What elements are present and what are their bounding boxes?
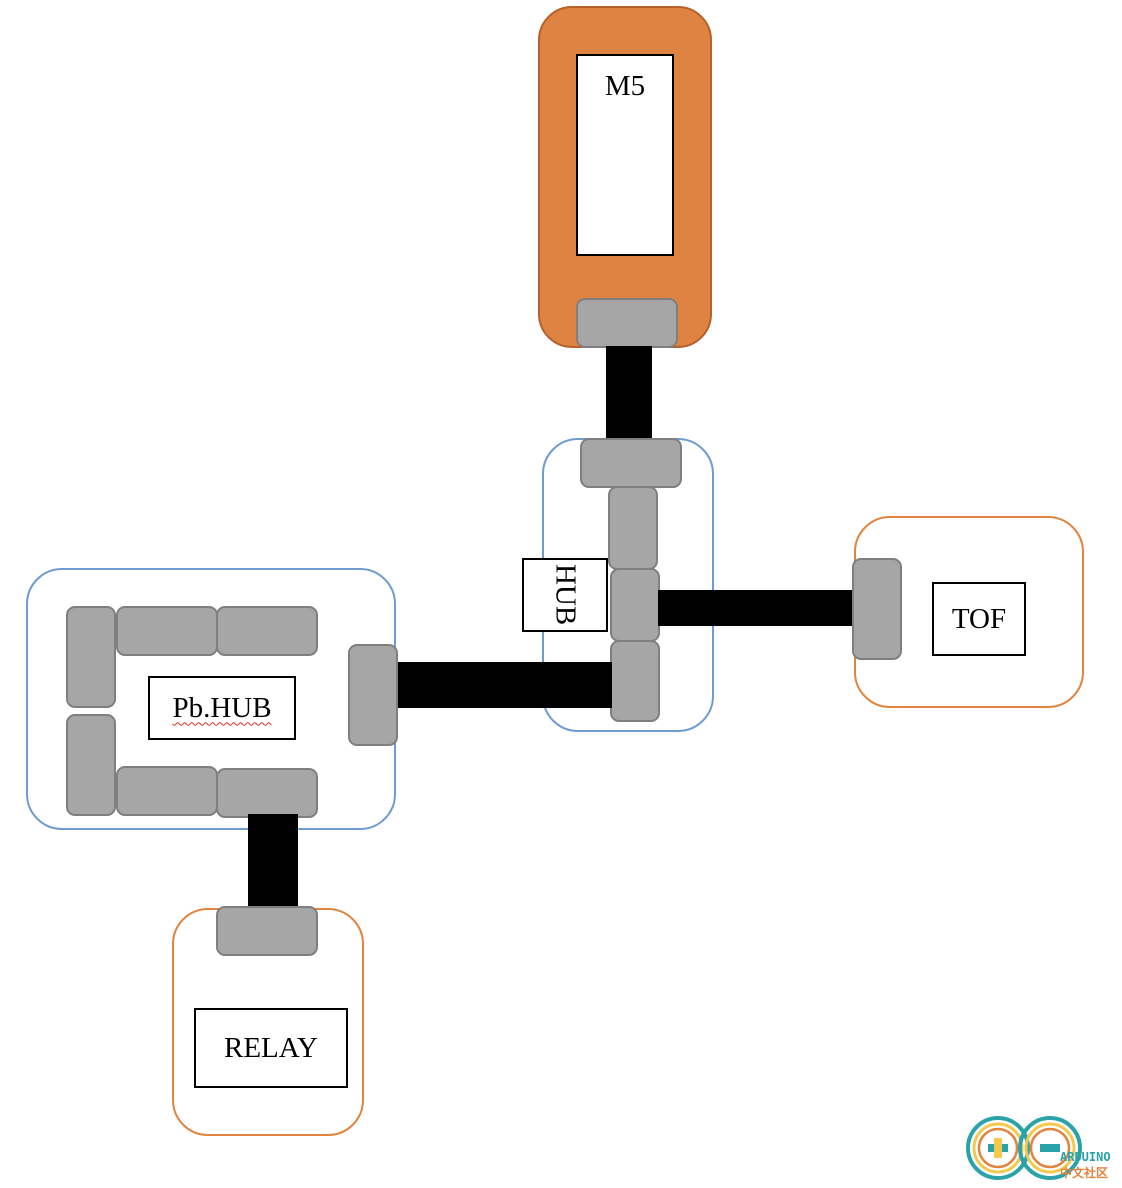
cable-hub-to-pbhub (396, 662, 612, 708)
arduino-infinity-icon (966, 1116, 1082, 1180)
cable-hub-to-tof (658, 590, 856, 626)
pbhub-port-top-2 (216, 606, 318, 656)
pbhub-port-bottom-2 (216, 768, 318, 818)
arduino-logo-name: ARDUINO (1060, 1150, 1111, 1164)
relay-label: RELAY (194, 1008, 348, 1088)
pbhub-port-left-top (66, 606, 116, 708)
arduino-logo-subtitle: 中文社区 (1060, 1166, 1109, 1180)
cable-pbhub-to-relay (248, 814, 298, 908)
hub-port-upper (608, 486, 658, 570)
tof-label: TOF (932, 582, 1026, 656)
pbhub-port-left-bottom (66, 714, 116, 816)
m5-screen-label: M5 (576, 54, 674, 256)
pbhub-label-text: Pb.HUB (172, 691, 272, 724)
cable-m5-to-hub (606, 346, 652, 440)
hub-port-lower (610, 640, 660, 722)
m5-port (576, 298, 678, 348)
arduino-logo: ARDUINO 中文社区 (964, 1112, 1120, 1184)
relay-port (216, 906, 318, 956)
pbhub-port-top-1 (116, 606, 218, 656)
hub-port-middle (610, 568, 660, 642)
pbhub-port-bottom-1 (116, 766, 218, 816)
hub-port-top (580, 438, 682, 488)
pbhub-label: Pb.HUB (148, 676, 296, 740)
tof-port (852, 558, 902, 660)
pbhub-port-right (348, 644, 398, 746)
hub-label: HUB (522, 558, 608, 632)
